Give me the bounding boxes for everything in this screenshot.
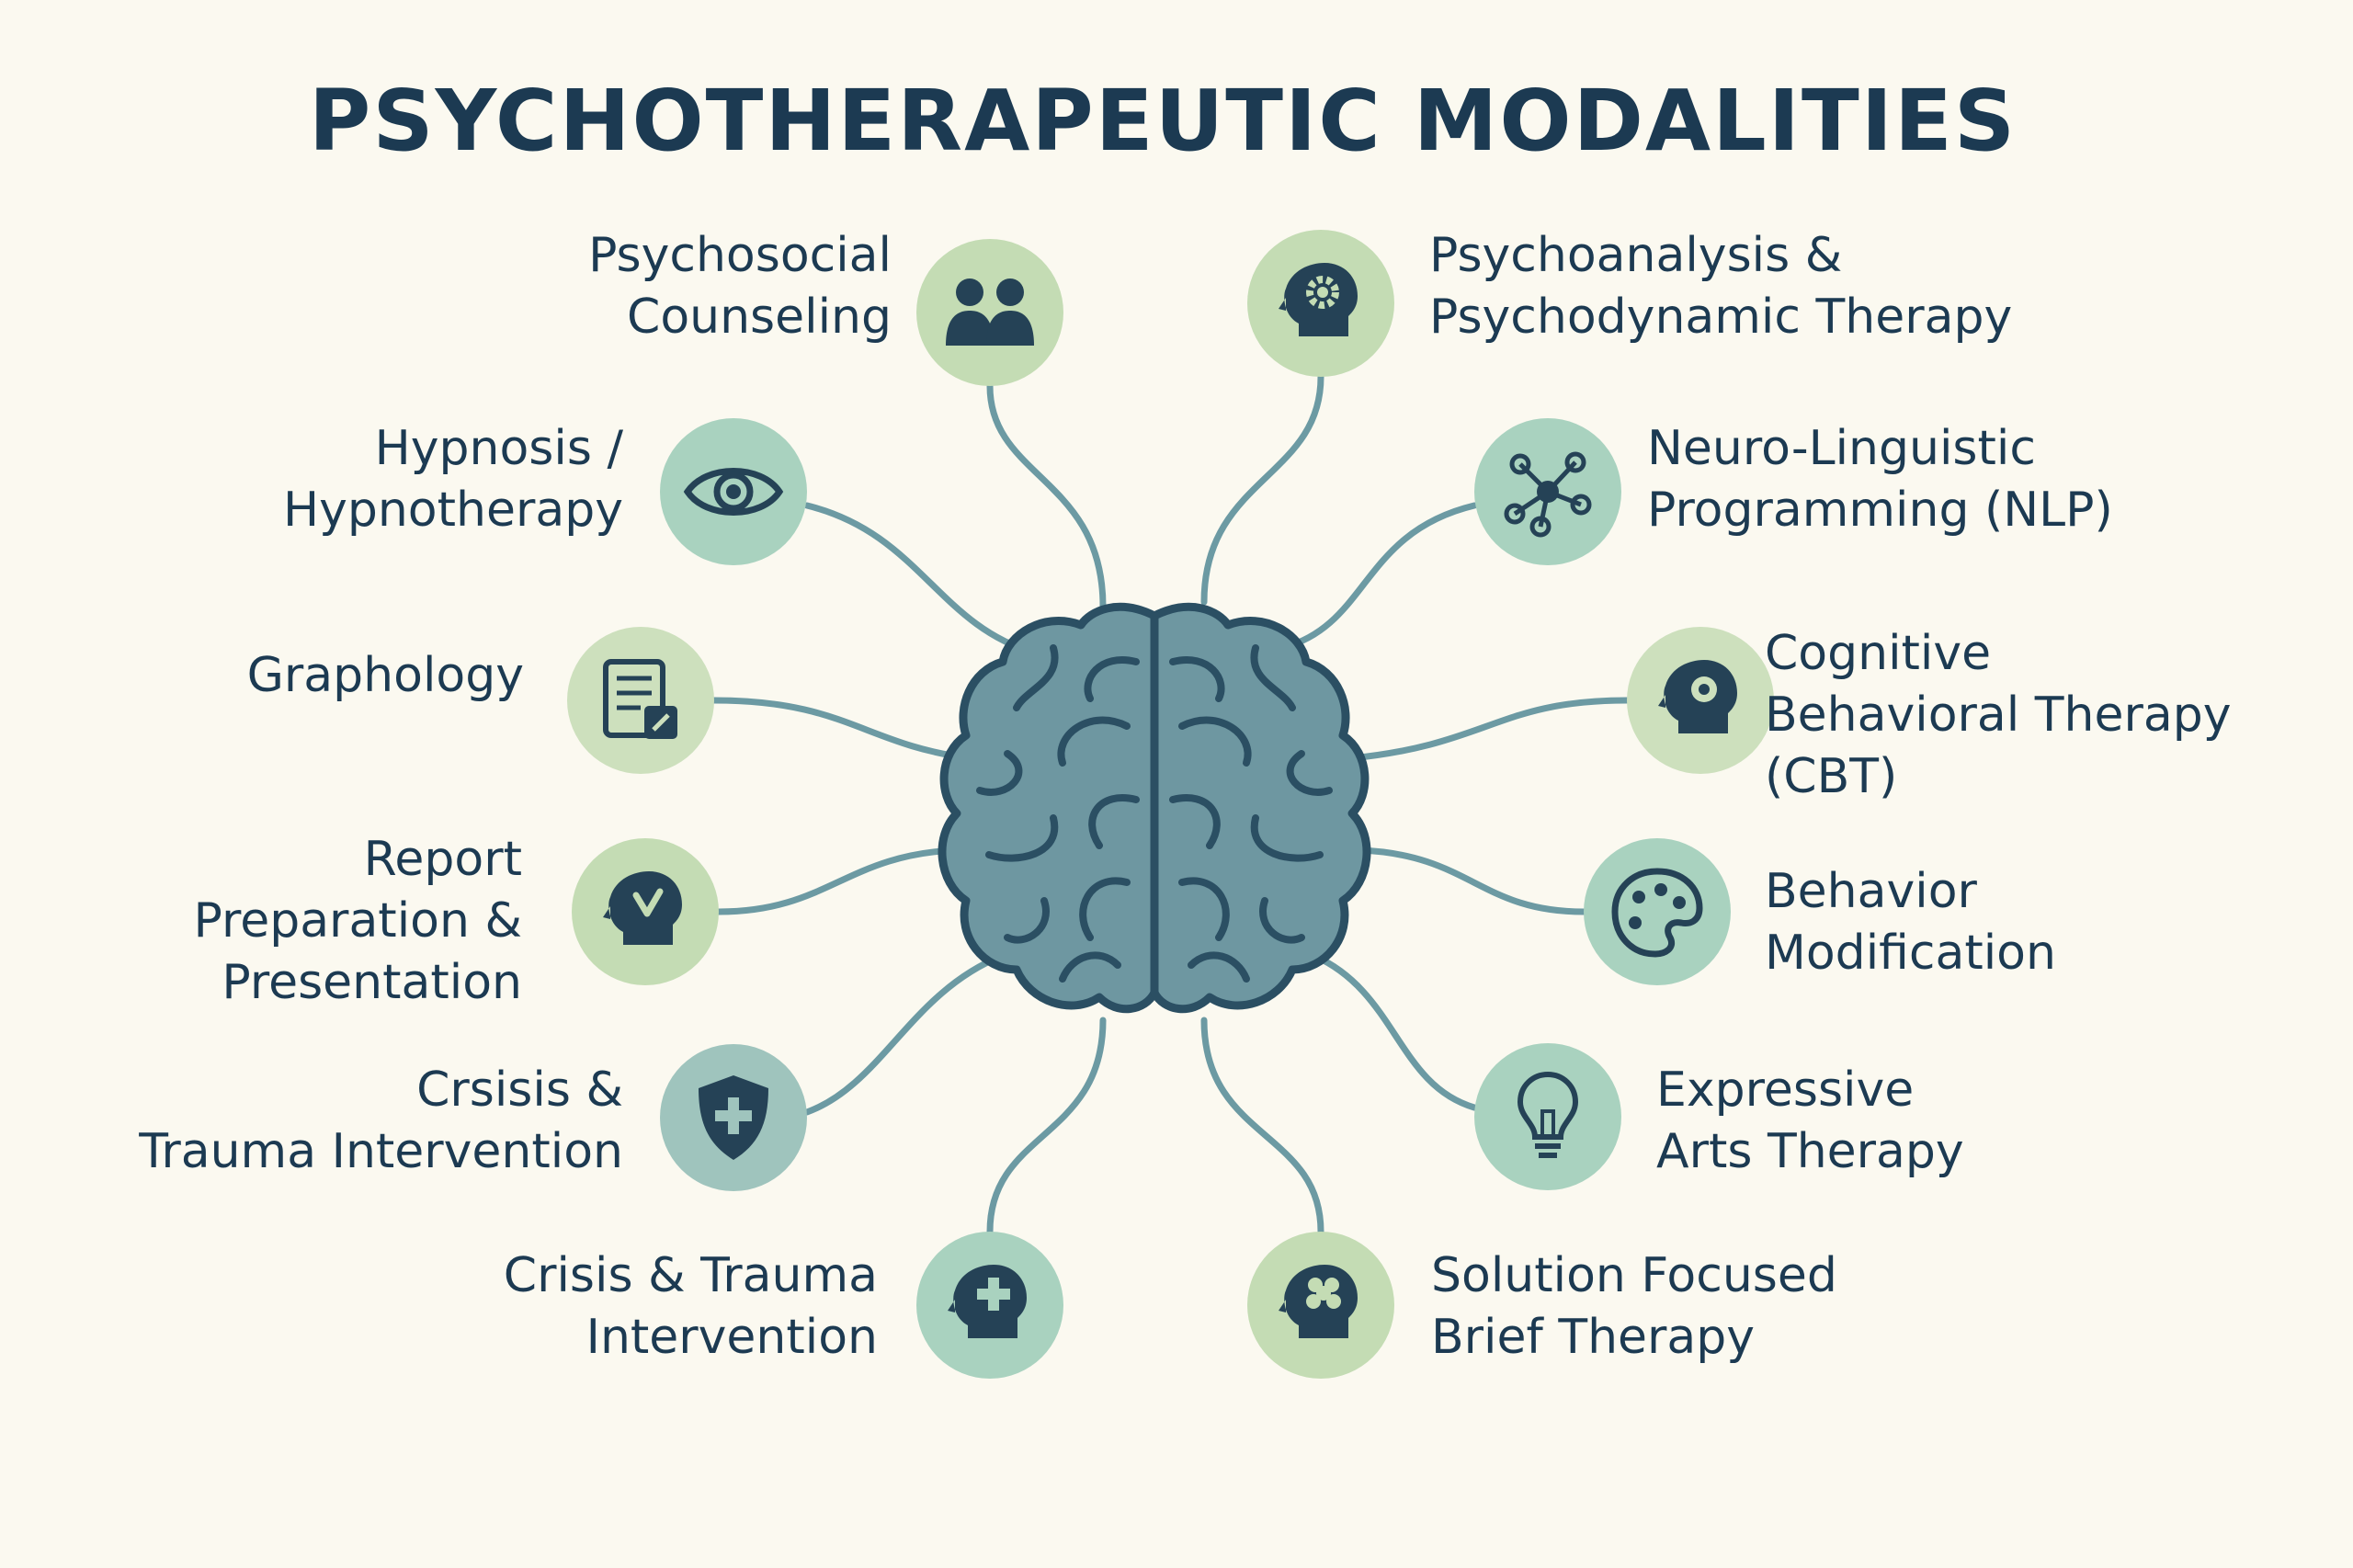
- brain-fold: [985, 814, 1059, 862]
- brain-fold: [1188, 951, 1250, 983]
- label-line: Hypnotherapy: [282, 483, 623, 538]
- label-line: Report: [363, 832, 522, 887]
- left-node-label-4: Crsisis & Trauma Intervention: [139, 1060, 623, 1183]
- label-line: Cognitive: [1765, 626, 1992, 681]
- left-connector-0: [986, 382, 1107, 610]
- connector-lines: [710, 373, 1631, 1235]
- label-line: Intervention: [585, 1310, 878, 1365]
- brain-fold: [1250, 814, 1324, 862]
- left-icon-circle-0: [916, 239, 1063, 386]
- brain-fold: [1169, 794, 1221, 849]
- label-line: Solution Focused: [1431, 1248, 1837, 1303]
- right-node-label-0: Psychoanalysis & Psychodynamic Therapy: [1429, 225, 2012, 348]
- brain-fold: [1079, 877, 1131, 941]
- label-line: Crisis & Trauma: [503, 1248, 878, 1303]
- head-cross-icon: [948, 1265, 1027, 1338]
- left-icon-circle-2: [567, 627, 714, 774]
- right-connector-2: [1347, 697, 1631, 762]
- label-line: Crsisis &: [416, 1062, 623, 1118]
- icon-circles: [567, 230, 1774, 1379]
- right-connector-3: [1357, 846, 1587, 915]
- label-line: Behavior: [1765, 864, 1977, 919]
- right-connector-1: [1279, 502, 1478, 652]
- right-connector-0: [1200, 373, 1324, 606]
- label-line: Psychoanalysis &: [1429, 228, 1843, 283]
- label-line: Arts Therapy: [1656, 1124, 1964, 1179]
- head-flower-icon: [1279, 1265, 1358, 1338]
- label-line: Expressive: [1656, 1062, 1915, 1118]
- label-line: Behavioral Therapy: [1765, 687, 2232, 743]
- label-line: Graphology: [246, 648, 524, 703]
- left-connector-3: [715, 846, 960, 915]
- brain-fold: [1013, 644, 1059, 711]
- page-title: PSYCHOTHERAPEUTIC MODALITIES: [308, 72, 2018, 170]
- brain-icon: [938, 603, 1371, 1014]
- label-line: Hypnosis /: [374, 421, 623, 476]
- left-connector-1: [803, 502, 1038, 656]
- label-line: Counseling: [627, 290, 892, 345]
- brain-fold: [1004, 897, 1050, 944]
- left-node-label-1: Hypnosis / Hypnotherapy: [283, 418, 623, 541]
- brain-fold: [1178, 877, 1230, 941]
- right-icon-circle-3: [1584, 838, 1731, 985]
- label-line: Trauma Intervention: [139, 1124, 623, 1179]
- left-connector-5: [986, 1017, 1107, 1235]
- brain-fold: [1057, 716, 1131, 767]
- left-connector-4: [803, 952, 1006, 1116]
- label-line: Presentation: [222, 955, 522, 1010]
- people-icon: [946, 278, 1034, 346]
- brain-fold: [1084, 656, 1140, 702]
- label-line: Preparation &: [193, 893, 522, 949]
- lightbulb-icon: [1517, 1071, 1579, 1158]
- right-icon-circle-4: [1474, 1043, 1621, 1190]
- brain-fold: [1088, 794, 1140, 849]
- eye-icon: [683, 468, 784, 516]
- handwriting-document-icon: [603, 659, 677, 739]
- palette-icon: [1611, 868, 1703, 958]
- label-line: Brief Therapy: [1431, 1310, 1756, 1365]
- label-line: Programming (NLP): [1647, 483, 2113, 538]
- brain-fold: [1169, 656, 1225, 702]
- right-connector-5: [1200, 1017, 1324, 1235]
- label-line: Psychosocial: [588, 228, 892, 283]
- left-node-label-2: Graphology: [247, 645, 524, 707]
- brain-fold: [1059, 951, 1121, 983]
- label-line: (CBT): [1765, 749, 1898, 804]
- head-puzzle-icon: [1658, 660, 1737, 733]
- label-line: Neuro-Linguistic: [1647, 421, 2036, 476]
- label-line: Modification: [1765, 926, 2056, 981]
- brain-fold: [1286, 750, 1333, 796]
- shield-cross-icon: [699, 1075, 768, 1160]
- brain-fold: [976, 750, 1023, 796]
- brain-fold: [1178, 716, 1252, 767]
- brain-fold: [1250, 644, 1296, 711]
- brain-left-hemisphere: [938, 603, 1159, 1014]
- head-checkmark-icon: [603, 871, 682, 945]
- right-connector-4: [1311, 952, 1478, 1111]
- label-line: Psychodynamic Therapy: [1429, 290, 2013, 345]
- head-gear-icon: [1279, 263, 1358, 336]
- brain-right-hemisphere: [1150, 603, 1371, 1014]
- network-nodes-icon: [1504, 451, 1592, 538]
- brain-fold: [1259, 897, 1305, 944]
- left-connector-2: [710, 697, 973, 762]
